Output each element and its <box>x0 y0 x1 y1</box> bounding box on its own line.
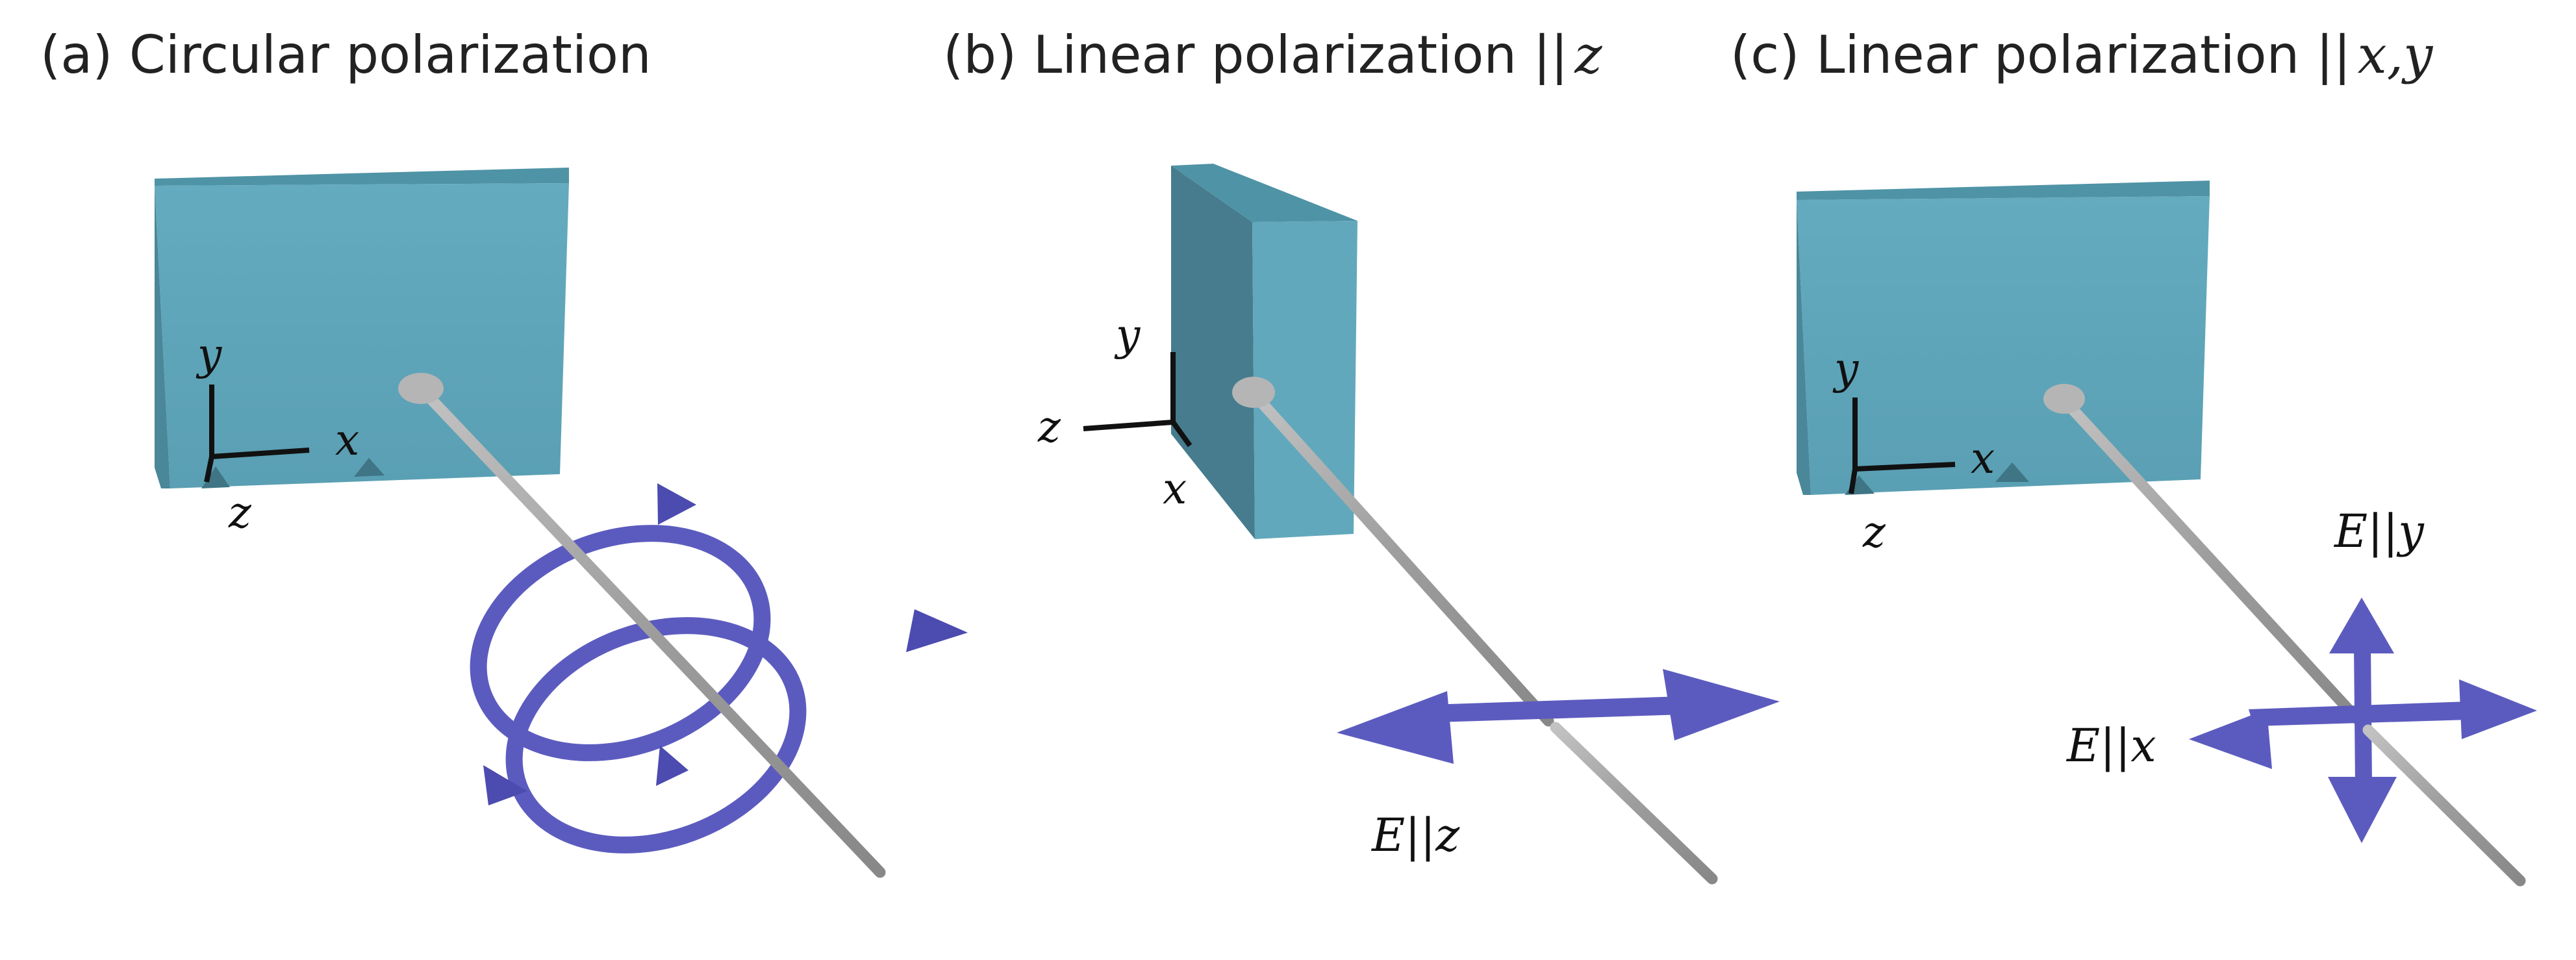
z-axis-line <box>204 456 214 483</box>
axes-c: y x z <box>1832 344 1995 557</box>
field-arrow-head <box>483 765 527 805</box>
x-axis-label: x <box>335 415 359 465</box>
probe-beam <box>2362 724 2526 887</box>
axes-b: y z x <box>1037 310 1193 514</box>
x-axis-line <box>211 448 310 459</box>
panel-a: (a) Circular polarization y x z <box>40 25 968 878</box>
field-ring-front <box>470 525 771 761</box>
z-axis-line <box>1083 420 1174 431</box>
sample-top-face <box>1171 164 1357 222</box>
field-arrow-head-down <box>2328 777 2397 843</box>
sample-front-face <box>155 183 569 488</box>
x-axis-line <box>1854 462 1956 472</box>
sample-front-face <box>1252 221 1357 539</box>
sample-left-edge <box>1797 200 1811 495</box>
sample-left-edge <box>155 186 170 488</box>
sample-top-face <box>155 168 569 186</box>
linear-field-z <box>1337 669 1780 764</box>
sample-front-face <box>1797 196 2210 495</box>
z-axis-line <box>1849 468 1858 494</box>
y-axis-label: y <box>1114 310 1141 360</box>
field-arrow-head-left <box>1337 691 1454 764</box>
panel-b-title: (b) Linear polarization || <box>943 25 1568 86</box>
beam-b-front <box>1550 722 1718 885</box>
field-ring-back <box>505 617 807 853</box>
sample-block-c <box>1797 181 2210 495</box>
field-arrow-shaft-y <box>2354 644 2372 783</box>
linear-field-xy <box>2189 598 2537 843</box>
beam-b-back <box>1232 377 1554 727</box>
beam-spot <box>1232 377 1275 408</box>
probe-beam <box>416 384 886 878</box>
x-axis-line <box>1170 420 1193 448</box>
z-axis-label: z <box>1037 402 1061 452</box>
svg-text:(b) Linear polarization ||z: (b) Linear polarization ||z <box>943 25 1602 86</box>
x-axis-label: x <box>1163 464 1187 514</box>
circular-field-a <box>470 483 968 853</box>
panel-c-title: (c) Linear polarization || <box>1730 25 2351 86</box>
sample-block-b <box>1171 164 1357 539</box>
panel-b-title-var: z <box>1574 25 1602 85</box>
probe-beam <box>2058 394 2366 728</box>
field-arrow-head <box>906 609 968 652</box>
y-axis-label: y <box>1832 344 1859 394</box>
beam-spot <box>2043 384 2085 414</box>
sample-top-face <box>1797 181 2210 200</box>
panel-a-title: (a) Circular polarization <box>40 25 651 85</box>
axes-a: y x z <box>196 329 359 538</box>
field-label-ez: E||z <box>1370 809 1460 862</box>
sample-side-face <box>1171 166 1255 539</box>
field-arrow-head <box>657 483 696 525</box>
sample-block-a <box>155 168 569 488</box>
field-arrow-head-left <box>2189 709 2272 769</box>
z-axis-label: z <box>1862 507 1886 557</box>
field-label-ey: E||y <box>2333 505 2425 558</box>
y-axis-label: y <box>196 329 222 379</box>
beam-a <box>398 373 886 878</box>
beam-spot <box>398 373 444 404</box>
panel-c-title-var: x,y <box>2358 25 2434 85</box>
field-arrow-head-right <box>2459 679 2537 739</box>
svg-text:(c) Linear polarization ||x,y: (c) Linear polarization ||x,y <box>1730 25 2434 86</box>
panel-b: (b) Linear polarization ||z y z x E||z <box>943 25 1780 885</box>
probe-beam <box>1550 722 1718 885</box>
x-axis-label: x <box>1971 433 1995 483</box>
field-arrow-head <box>656 746 688 786</box>
field-arrow-head-up <box>2329 598 2394 653</box>
field-label-ex: E||x <box>2065 719 2156 772</box>
z-axis-label: z <box>228 488 252 538</box>
beam-c-back <box>2043 384 2366 728</box>
field-arrow-shaft <box>1429 696 1684 722</box>
panel-c: (c) Linear polarization ||x,y y x z <box>1730 25 2537 887</box>
probe-beam <box>1248 388 1554 727</box>
beam-c-front <box>2362 724 2526 887</box>
field-arrow-head-right <box>1663 669 1780 740</box>
